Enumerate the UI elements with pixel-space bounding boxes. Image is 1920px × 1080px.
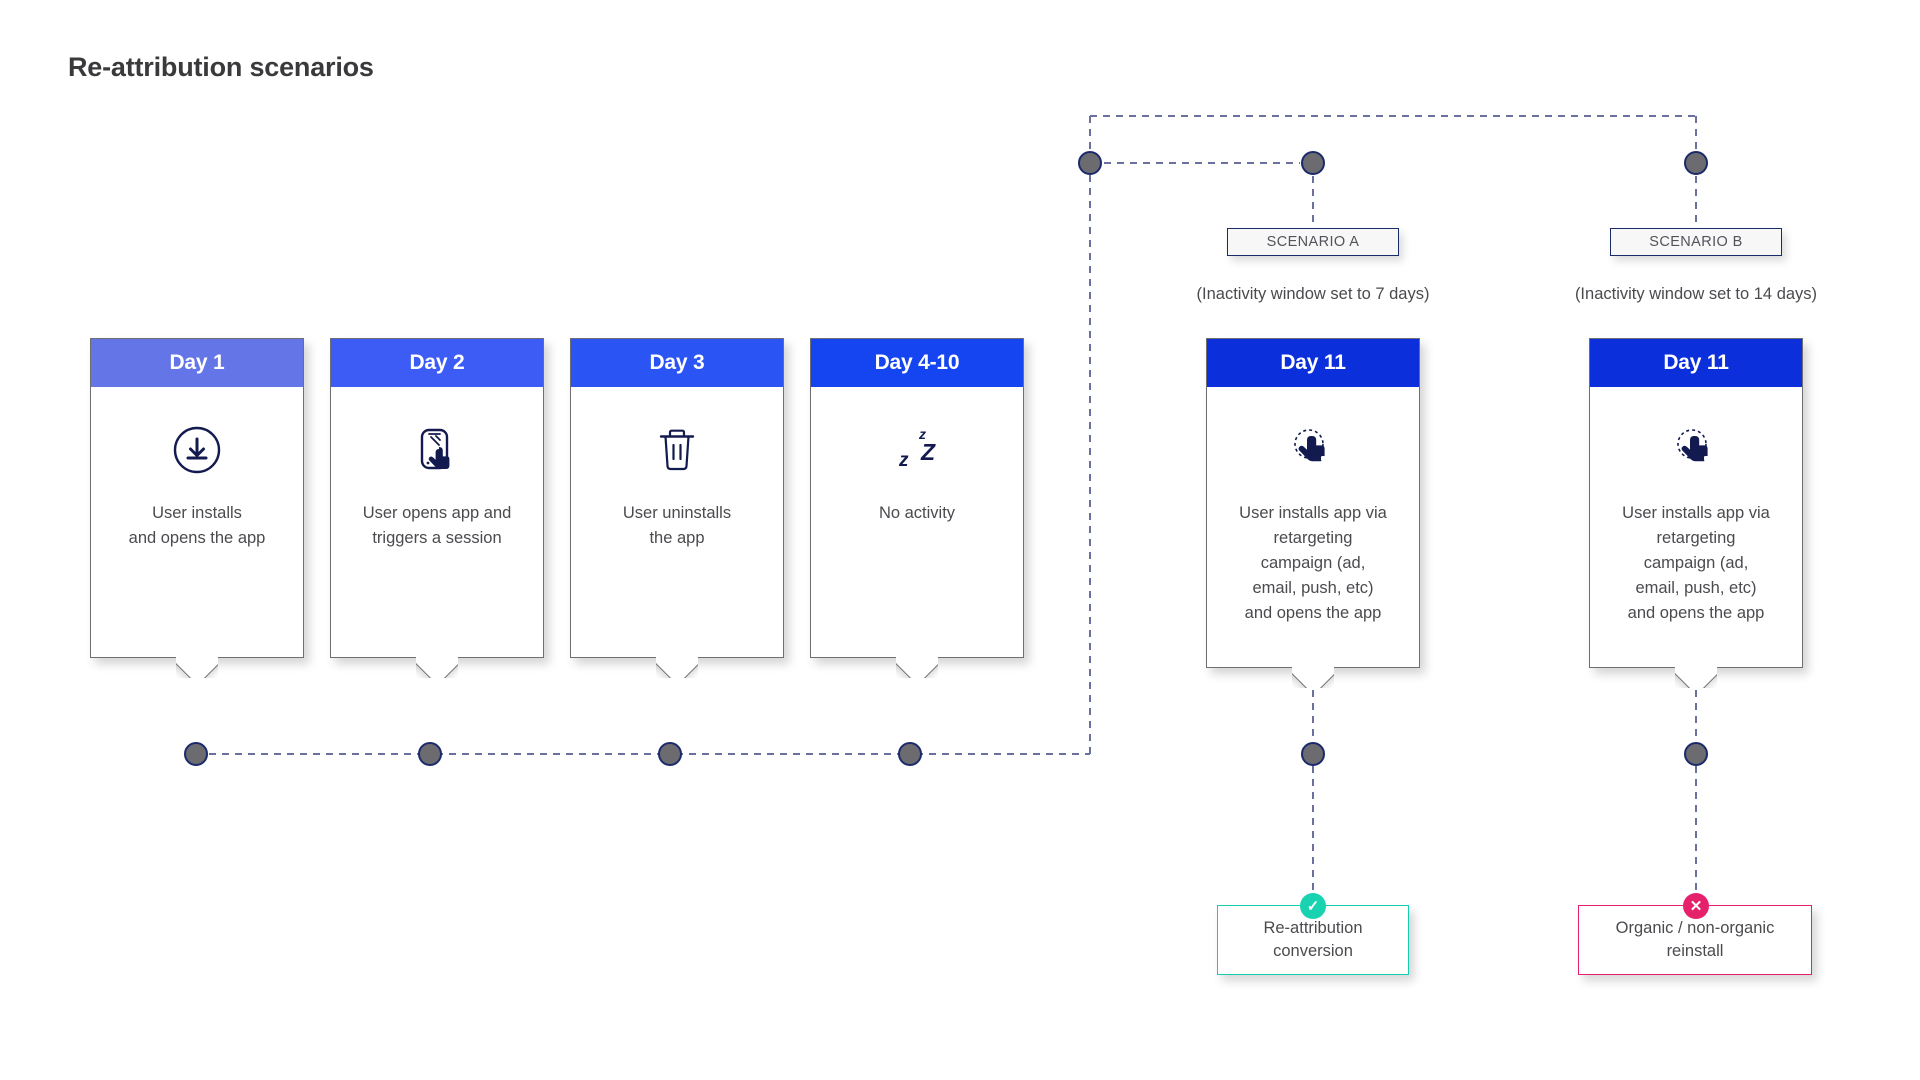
card-day-11-b-header: Day 11 [1590,339,1802,387]
card-day-11-b-notch [1675,666,1717,688]
card-day-3-text: User uninstalls the app [622,504,732,547]
card-day-1-notch [176,656,218,678]
card-day-1-body: User installs and opens the app [91,387,303,551]
card-day-2-text: User opens app and triggers a session [362,504,512,547]
timeline-dot-4 [898,742,922,766]
scenario-b-note: (Inactivity window set to 14 days) [1574,285,1818,303]
card-day-11-a-text: User installs app via retargeting campai… [1239,504,1387,622]
card-day-11-b-text: User installs app via retargeting campai… [1622,504,1770,622]
card-day-4-10-header: Day 4-10 [811,339,1023,387]
card-day-11-a-notch [1292,666,1334,688]
svg-text:z: z [918,426,926,442]
card-day-2-notch [416,656,458,678]
junction-dot-left [1078,151,1102,175]
junction-dot-scenario-b [1684,151,1708,175]
page-title: Re-attribution scenarios [68,52,374,82]
junction-dot-scenario-a [1301,151,1325,175]
hand-tap-icon [1666,415,1726,485]
phone-tap-icon [409,415,465,485]
svg-text:z: z [898,450,909,471]
check-icon: ✓ [1300,893,1326,919]
scenario-a-note: (Inactivity window set to 7 days) [1196,285,1430,303]
card-day-2-body: User opens app and triggers a session [331,387,543,551]
close-icon: ✕ [1683,893,1709,919]
card-day-3: Day 3 User uninstalls the app [570,338,784,658]
card-day-11-a-body: User installs app via retargeting campai… [1207,387,1419,626]
scenario-b-chip[interactable]: SCENARIO B [1610,228,1782,256]
svg-text:Z: Z [920,439,936,465]
junction-dot-b-bottom [1684,742,1708,766]
scenario-a-chip[interactable]: SCENARIO A [1227,228,1399,256]
card-day-11-a-header: Day 11 [1207,339,1419,387]
card-day-11-b: Day 11 User installs app via retargeting… [1589,338,1803,668]
timeline-dot-1 [184,742,208,766]
card-day-1-text: User installs and opens the app [128,504,266,547]
card-day-2: Day 2 User opens app and triggers a sess… [330,338,544,658]
timeline-dot-2 [418,742,442,766]
hand-tap-icon [1283,415,1343,485]
card-day-4-10-body: z Z z No activity [811,387,1023,526]
trash-icon [654,415,700,485]
card-day-1-header: Day 1 [91,339,303,387]
junction-dot-a-bottom [1301,742,1325,766]
card-day-4-10-text: No activity [878,504,956,522]
download-circle-icon [172,415,222,485]
card-day-3-notch [656,656,698,678]
card-day-1: Day 1 User installs and opens the app [90,338,304,658]
card-day-4-10: Day 4-10 z Z z No activity [810,338,1024,658]
card-day-3-body: User uninstalls the app [571,387,783,551]
card-day-4-10-notch [896,656,938,678]
card-day-2-header: Day 2 [331,339,543,387]
outcome-reinstall-label: Organic / non-organic reinstall [1615,919,1775,960]
outcome-reattribution-label: Re-attribution conversion [1263,919,1363,960]
card-day-11-a: Day 11 User installs app via retargeting… [1206,338,1420,668]
card-day-11-b-body: User installs app via retargeting campai… [1590,387,1802,626]
card-day-3-header: Day 3 [571,339,783,387]
timeline-dot-3 [658,742,682,766]
sleep-zzz-icon: z Z z [885,415,949,485]
